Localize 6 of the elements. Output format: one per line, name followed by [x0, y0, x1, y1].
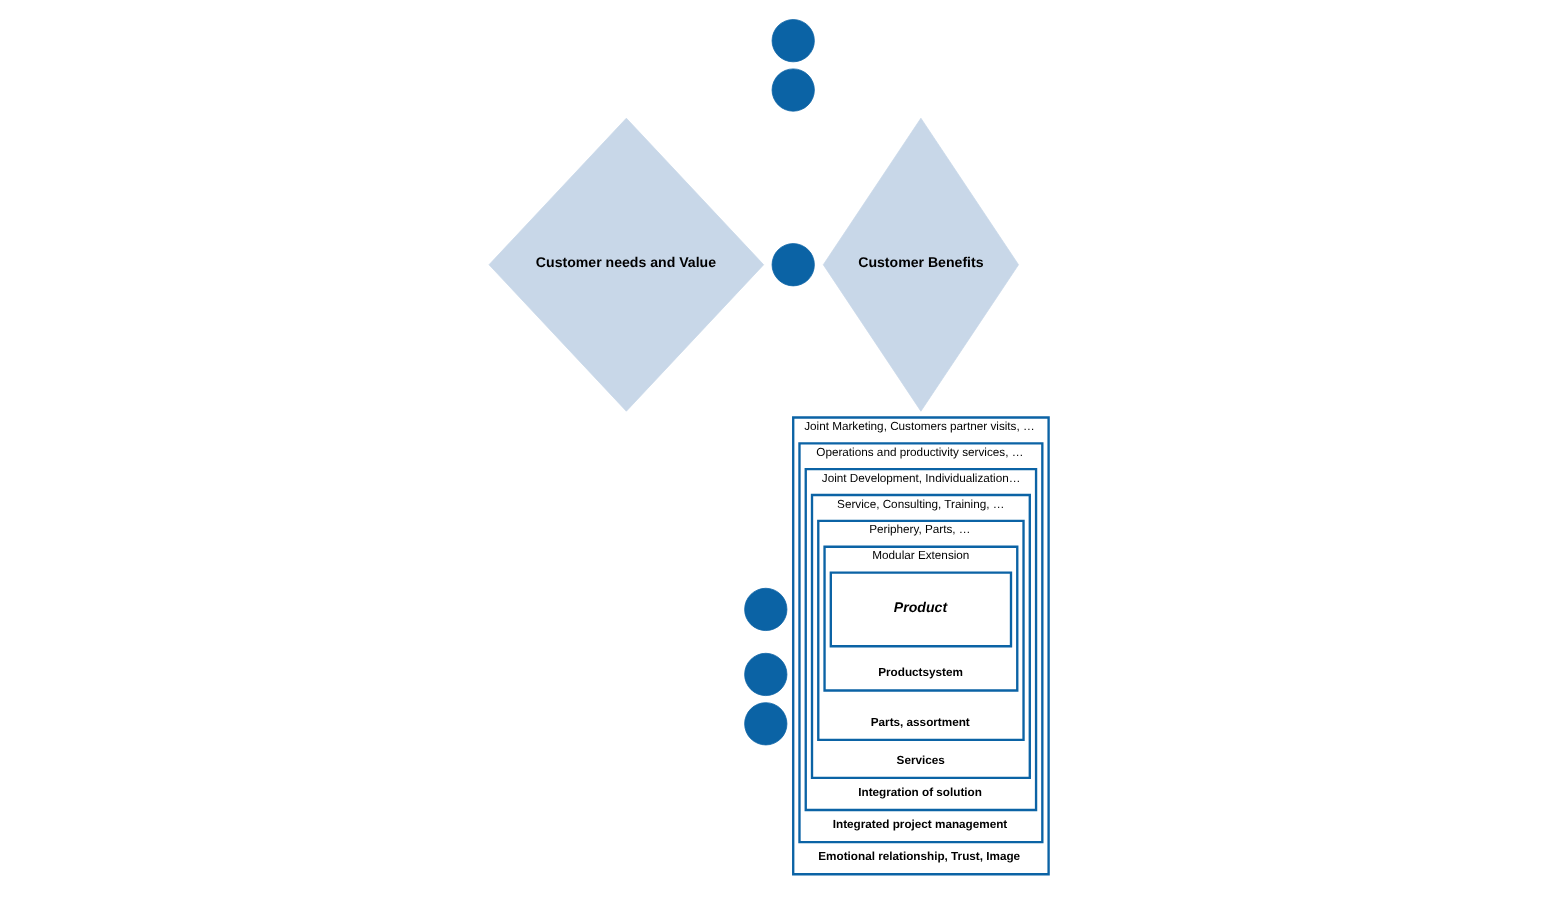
node-circle: [770, 243, 814, 287]
node-circle: [770, 19, 814, 63]
node-circle: [743, 702, 787, 746]
node-circle: [743, 587, 787, 631]
node-circle: [743, 652, 787, 696]
node-circle: [770, 68, 814, 112]
